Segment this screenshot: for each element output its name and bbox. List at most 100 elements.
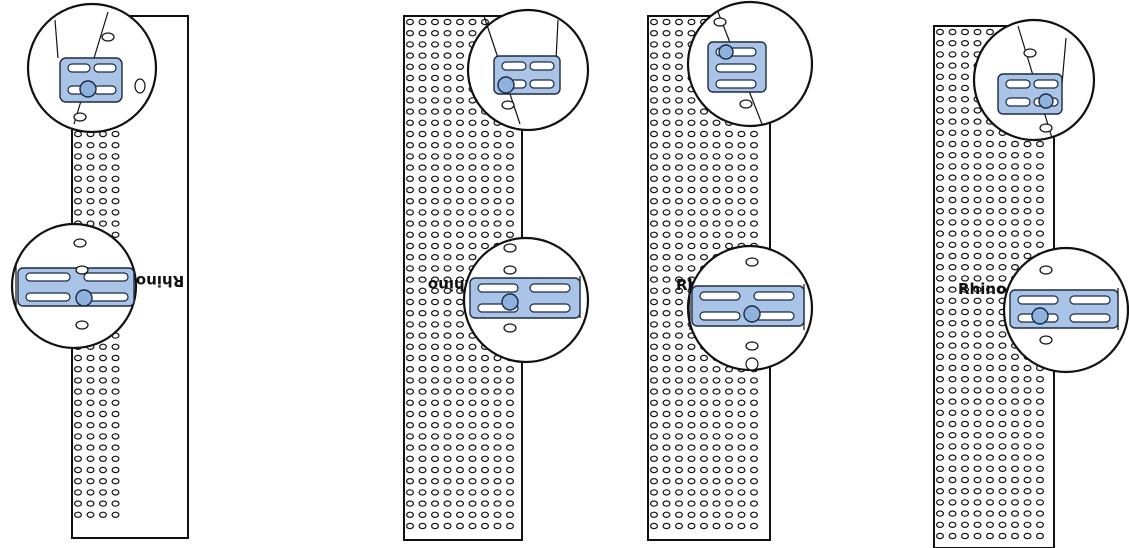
panel-hole <box>960 129 969 136</box>
panel-hole <box>406 52 415 59</box>
panel-hole <box>456 41 465 48</box>
panel-hole <box>935 118 944 125</box>
panel-hole <box>98 489 107 496</box>
panel-hole <box>699 354 708 362</box>
panel-hole <box>443 18 452 26</box>
panel-hole <box>506 186 515 194</box>
panel-hole <box>973 297 982 304</box>
panel-hole <box>724 220 733 227</box>
panel-hole <box>443 197 452 205</box>
panel-hole <box>749 433 758 440</box>
panel-hole <box>935 275 944 282</box>
panel-hole <box>674 197 683 205</box>
panel-hole <box>737 489 746 496</box>
panel-hole <box>98 377 107 384</box>
panel-hole <box>506 388 515 395</box>
panel-hole <box>98 433 107 440</box>
panel-hole <box>749 399 758 406</box>
panel-hole <box>481 388 490 395</box>
panel-hole <box>406 41 415 48</box>
panel-hole <box>481 377 490 384</box>
panel-hole <box>973 28 982 36</box>
panel-hole <box>724 164 733 171</box>
panel-hole <box>443 433 452 440</box>
panel-hole <box>98 343 107 350</box>
panel-hole <box>674 220 683 227</box>
panel-hole <box>749 500 758 507</box>
panel-hole <box>86 175 95 182</box>
panel-hole <box>111 130 120 138</box>
panel-hole <box>985 230 994 237</box>
panel-hole <box>456 164 465 171</box>
panel-hole <box>712 377 721 384</box>
panel-hole <box>111 422 120 429</box>
panel-hole <box>506 489 515 496</box>
panel-hole <box>481 422 490 429</box>
panel-hole <box>649 455 658 462</box>
panel-hole <box>948 73 957 81</box>
panel-hole <box>998 476 1007 484</box>
panel-hole <box>406 455 415 462</box>
panel-hole <box>418 366 427 373</box>
panel-hole <box>418 444 427 451</box>
panel-hole <box>506 130 515 138</box>
panel-hole <box>985 465 994 472</box>
panel-hole <box>481 500 490 507</box>
panel-hole <box>998 488 1007 495</box>
panel-hole <box>431 466 440 474</box>
panel-hole <box>418 265 427 272</box>
panel-hole <box>1035 465 1044 472</box>
panel-hole <box>948 118 957 125</box>
panel-hole <box>481 130 490 138</box>
panel-hole <box>431 175 440 182</box>
panel-hole <box>481 209 490 216</box>
panel-hole <box>662 511 671 519</box>
panel-hole <box>935 62 944 69</box>
panel-hole <box>985 432 994 439</box>
panel-hole <box>98 399 107 406</box>
panel-hole <box>431 366 440 373</box>
panel-hole <box>749 422 758 429</box>
panel-hole <box>960 376 969 383</box>
panel-hole <box>687 153 696 160</box>
panel-hole <box>712 242 721 250</box>
panel-hole <box>737 197 746 205</box>
panel-hole <box>468 30 477 37</box>
panel-hole <box>493 186 502 194</box>
panel-hole <box>973 252 982 260</box>
panel-hole <box>960 62 969 69</box>
panel-hole <box>985 364 994 372</box>
panel-hole <box>456 332 465 339</box>
panel-hole <box>506 511 515 519</box>
panel-hole <box>712 455 721 462</box>
panel-hole <box>418 97 427 104</box>
panel-hole <box>456 276 465 283</box>
panel-hole <box>662 231 671 238</box>
panel-hole <box>506 399 515 406</box>
panel-hole <box>662 410 671 418</box>
panel-hole <box>98 500 107 507</box>
panel-hole <box>674 254 683 261</box>
panel-hole <box>973 454 982 461</box>
panel-hole <box>935 151 944 159</box>
panel-hole <box>456 388 465 395</box>
panel-hole <box>468 141 477 149</box>
panel-hole <box>712 130 721 138</box>
panel-hole <box>468 522 477 530</box>
panel-hole <box>418 455 427 462</box>
panel-hole <box>998 409 1007 416</box>
panel-hole <box>649 186 658 194</box>
panel-hole <box>985 140 994 148</box>
panel-hole <box>406 332 415 339</box>
panel-hole <box>431 141 440 149</box>
panel-hole <box>985 241 994 248</box>
panel-hole <box>737 164 746 171</box>
panel-hole <box>935 140 944 148</box>
panel-hole <box>712 209 721 216</box>
panel-hole <box>699 130 708 138</box>
panel-hole <box>493 399 502 406</box>
panel-hole <box>687 220 696 227</box>
panel-hole <box>481 231 490 238</box>
panel-hole <box>481 366 490 373</box>
panel-hole <box>699 220 708 227</box>
